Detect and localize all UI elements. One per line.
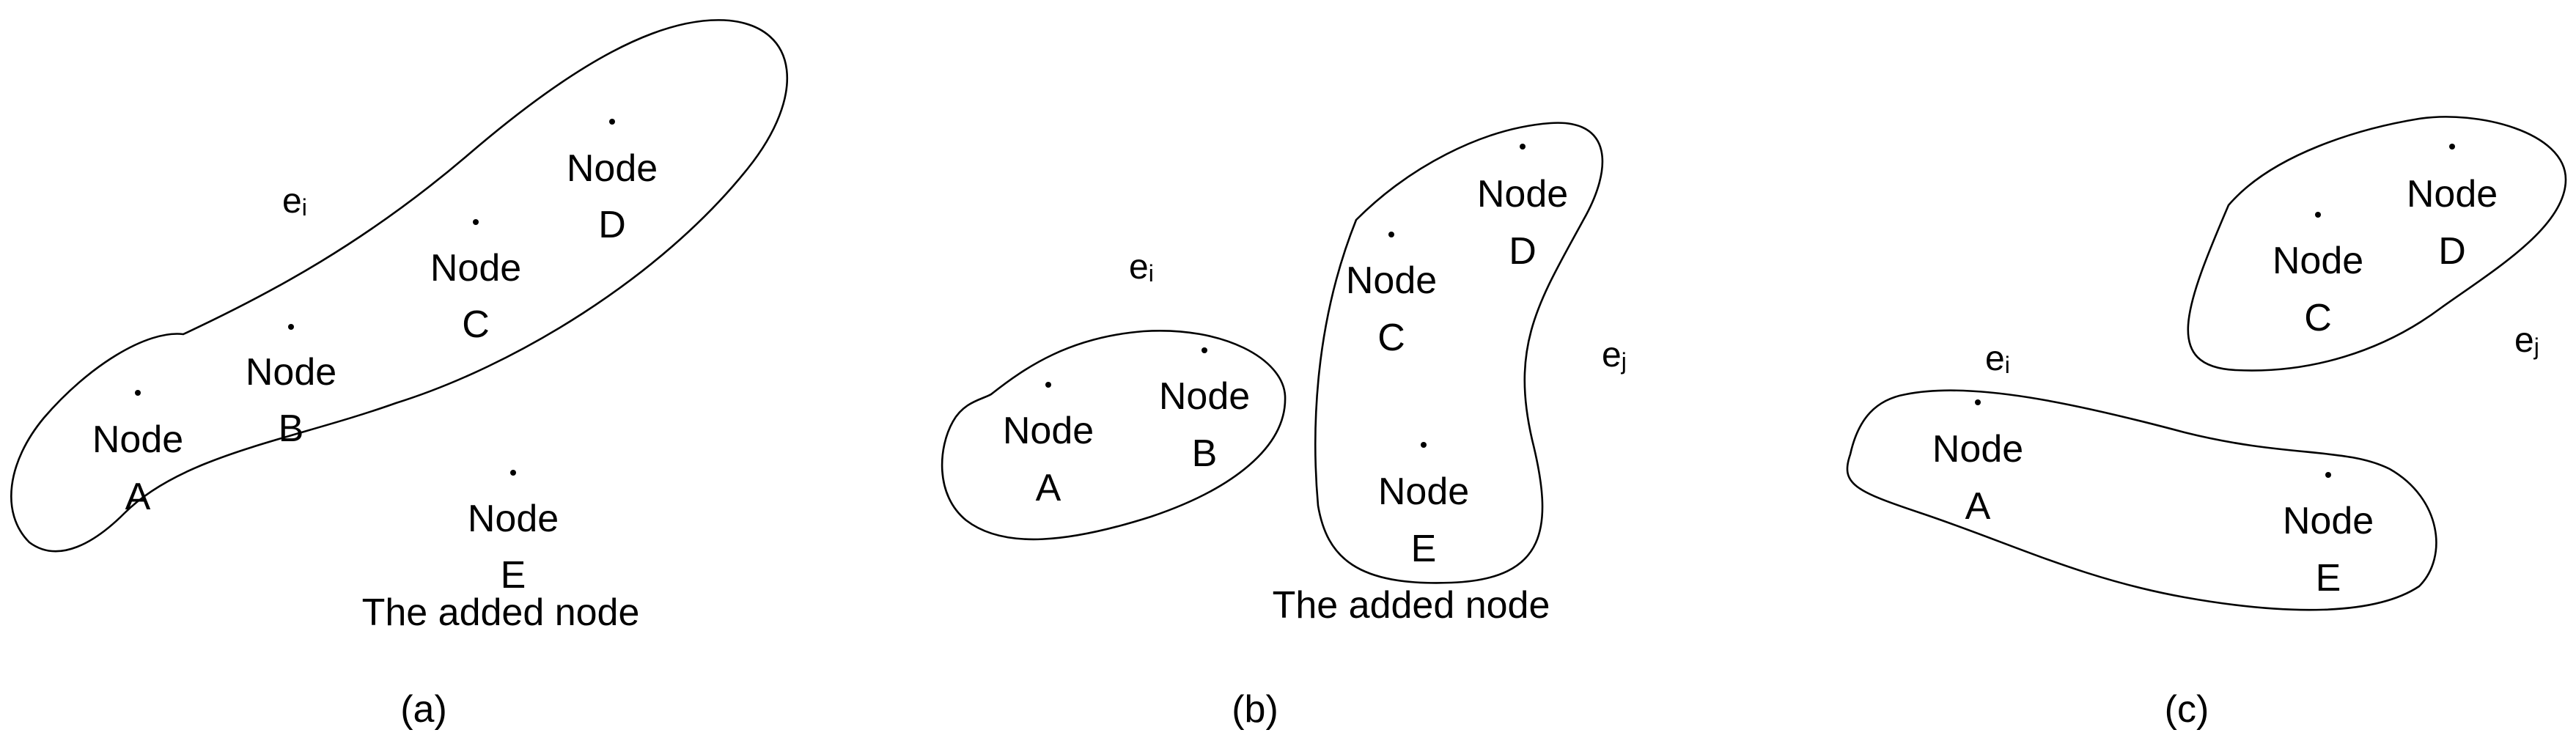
panel-a-node-d: Node D <box>567 119 658 246</box>
panel-b-node-e-label-line2: E <box>1411 528 1437 570</box>
panel-c-node-d: Node D <box>2407 144 2498 273</box>
panel-a-caption: (a) <box>400 688 447 731</box>
panel-a-node-e-point <box>510 470 516 476</box>
panel-c-hyperedge-ej-label: ej <box>2514 321 2539 360</box>
panel-b-node-b-point <box>1201 347 1207 353</box>
panel-a-hyperedge-ei-outline <box>10 19 789 553</box>
panel-b-node-b-label-line2: B <box>1192 432 1218 475</box>
panel-c-node-e: Node E <box>2283 472 2374 599</box>
panel-c-node-d-label-line2: D <box>2438 230 2466 273</box>
panel-a-hyperedge-ei-label: ei <box>282 182 307 221</box>
panel-a-node-b-label-line2: B <box>279 407 304 450</box>
panel-b-node-a: Node A <box>1003 382 1094 509</box>
panel-a-node-c-point <box>473 219 479 225</box>
panel-b-node-c: Node C <box>1346 232 1437 359</box>
panel-b-node-d-label-line2: D <box>1509 230 1537 273</box>
panel-c-node-a-point <box>1975 399 1981 405</box>
panel-a-added-node-label: The added node <box>362 591 640 634</box>
panel-c-node-e-point <box>2325 472 2331 478</box>
panel-a-node-d-point <box>609 119 615 125</box>
panel-b-node-c-point <box>1388 232 1394 237</box>
panel-c-node-a-label-line1: Node <box>1932 428 2023 471</box>
panel-b-node-d: Node D <box>1477 144 1568 273</box>
panel-c-node-a: Node A <box>1932 399 2023 528</box>
panel-c-node-a-label-line2: A <box>1965 485 1991 528</box>
panel-a-node-b-label-line1: Node <box>246 351 336 394</box>
panel-b-node-d-label-line1: Node <box>1477 173 1568 215</box>
panel-a-node-c-label-line2: C <box>462 303 490 346</box>
panel-a-node-e: Node E <box>468 470 559 597</box>
panel-b: Node A Node B Node C Node D Node E ei ej… <box>941 122 1627 731</box>
panel-c-node-c-label-line1: Node <box>2273 240 2363 282</box>
panel-b-hyperedge-ei-label: ei <box>1129 248 1154 287</box>
panel-a-node-c-label-line1: Node <box>430 247 521 289</box>
panel-a-node-a-point <box>135 390 141 396</box>
panel-b-added-node-label: The added node <box>1273 584 1550 627</box>
panel-a-node-a: Node A <box>92 390 183 518</box>
panel-b-hyperedge-ej-label: ej <box>1602 336 1627 374</box>
panel-b-caption: (b) <box>1232 688 1278 731</box>
panel-c: Node A Node C Node D Node E ei ej (c) <box>1846 116 2567 731</box>
panel-a-node-a-label-line2: A <box>125 476 151 518</box>
panel-b-node-b-label-line1: Node <box>1159 375 1250 418</box>
panel-a-node-b-point <box>288 324 294 330</box>
panel-c-node-c-label-line2: C <box>2304 297 2332 339</box>
panel-b-node-e: Node E <box>1378 442 1469 570</box>
panel-b-node-a-label-line1: Node <box>1003 410 1094 452</box>
panel-b-node-c-label-line1: Node <box>1346 259 1437 302</box>
panel-b-node-e-label-line1: Node <box>1378 471 1469 513</box>
panel-a-node-c: Node C <box>430 219 521 346</box>
panel-a-node-d-label-line2: D <box>598 204 626 246</box>
panel-b-hyperedge-ei-outline <box>941 329 1287 541</box>
panel-c-node-c-point <box>2315 212 2321 218</box>
panel-a-node-e-label-line1: Node <box>468 498 559 540</box>
panel-a: Node A Node B Node C Node D Node E ei Th… <box>10 19 789 731</box>
panel-b-node-e-point <box>1421 442 1427 448</box>
panel-a-node-e-label-line2: E <box>501 554 526 597</box>
panel-b-hyperedge-ej-outline <box>1314 122 1604 584</box>
panel-b-node-a-point <box>1045 382 1051 388</box>
panel-b-node-a-label-line2: A <box>1036 467 1061 509</box>
panel-c-node-e-label-line1: Node <box>2283 500 2374 542</box>
panel-c-hyperedge-ei-outline <box>1846 389 2437 611</box>
panel-c-hyperedge-ej-outline <box>2187 116 2567 372</box>
panel-c-caption: (c) <box>2165 688 2209 731</box>
panel-b-node-c-label-line2: C <box>1377 317 1405 359</box>
panel-a-node-d-label-line1: Node <box>567 147 658 190</box>
panel-c-node-d-label-line1: Node <box>2407 173 2498 215</box>
panel-c-node-d-point <box>2449 144 2455 150</box>
panel-b-node-b: Node B <box>1159 347 1250 475</box>
panel-a-node-b: Node B <box>246 324 336 450</box>
panel-c-node-c: Node C <box>2273 212 2363 339</box>
panel-b-node-d-point <box>1520 144 1526 150</box>
panel-a-node-a-label-line1: Node <box>92 418 183 461</box>
panel-c-node-e-label-line2: E <box>2316 557 2341 599</box>
panel-c-hyperedge-ei-label: ei <box>1985 339 2010 378</box>
